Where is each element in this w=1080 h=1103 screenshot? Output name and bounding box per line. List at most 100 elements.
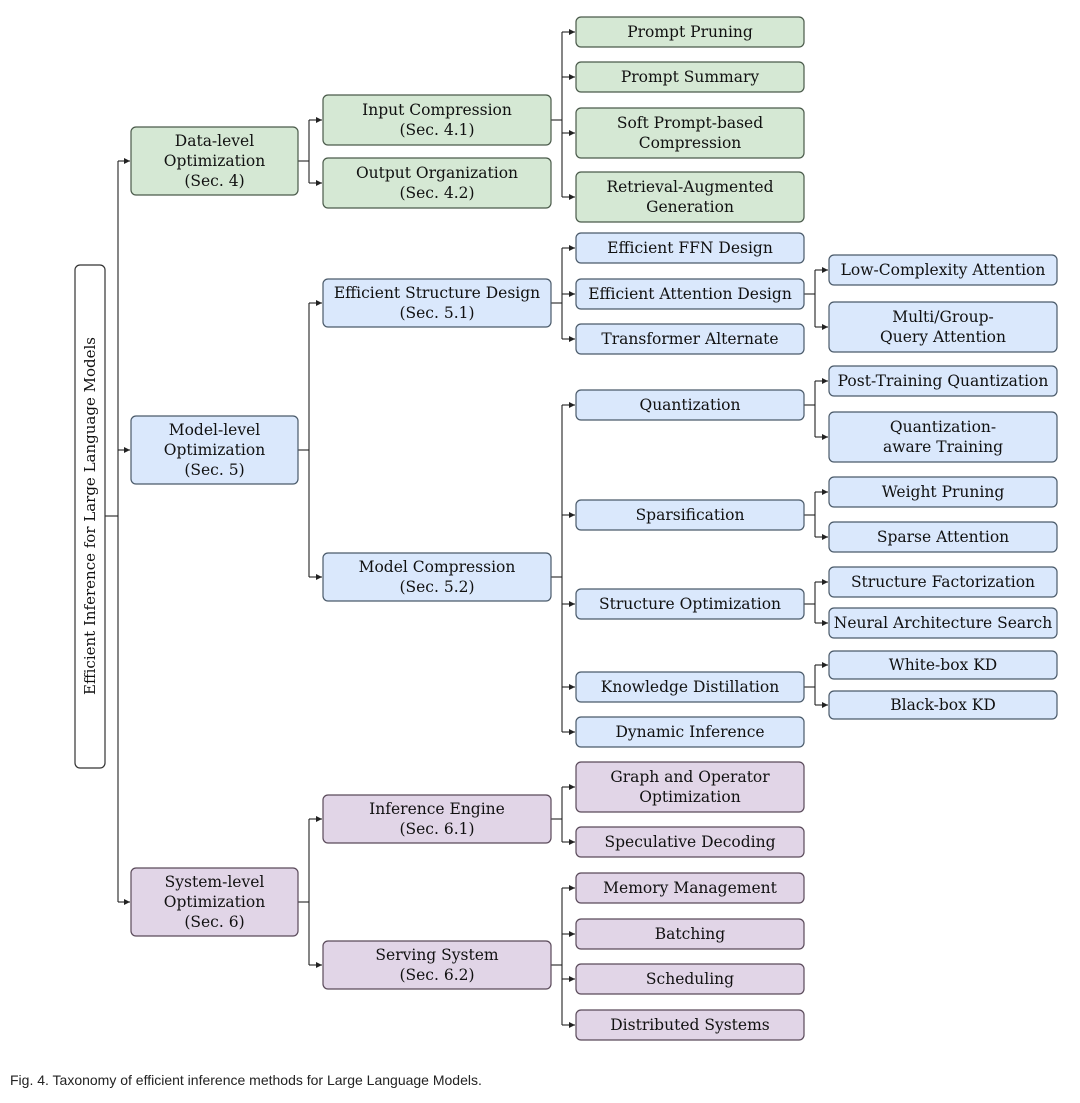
node-box-spec bbox=[575, 826, 805, 858]
node-engine: Inference Engine(Sec. 6.1) bbox=[322, 794, 552, 844]
node-ptq: Post-Training Quantization bbox=[828, 365, 1058, 397]
node-box-dist bbox=[575, 1009, 805, 1041]
node-box-sa bbox=[828, 521, 1058, 553]
node-box-mqa bbox=[828, 301, 1058, 353]
node-box-prune bbox=[575, 16, 805, 48]
node-dist: Distributed Systems bbox=[575, 1009, 805, 1041]
node-label-nas: Neural Architecture Search bbox=[834, 614, 1052, 632]
node-box-mem bbox=[575, 872, 805, 904]
node-label-sf: Structure Factorization bbox=[851, 573, 1035, 591]
node-quant: Quantization bbox=[575, 389, 805, 421]
node-sched: Scheduling bbox=[575, 963, 805, 995]
root-node-label: Efficient Inference for Large Language M… bbox=[81, 337, 99, 695]
node-label-summ: Prompt Summary bbox=[621, 68, 760, 86]
node-compr: Model Compression(Sec. 5.2) bbox=[322, 552, 552, 602]
node-box-compr bbox=[322, 552, 552, 602]
node-dyn: Dynamic Inference bbox=[575, 716, 805, 748]
node-label-spars: Sparsification bbox=[636, 506, 745, 524]
node-label-input: Input Compression(Sec. 4.1) bbox=[362, 101, 512, 139]
node-label-mqa: Multi/Group-Query Attention bbox=[880, 308, 1006, 346]
node-label-quant: Quantization bbox=[639, 396, 740, 414]
node-box-engine bbox=[322, 794, 552, 844]
node-kd: Knowledge Distillation bbox=[575, 671, 805, 703]
node-box-attn bbox=[575, 278, 805, 310]
node-label-output: Output Organization(Sec. 4.2) bbox=[356, 164, 518, 202]
node-struct: Efficient Structure Design(Sec. 5.1) bbox=[322, 278, 552, 328]
node-box-trans bbox=[575, 323, 805, 355]
node-box-struct bbox=[322, 278, 552, 328]
node-bkd: Black-box KD bbox=[828, 690, 1058, 720]
node-label-sa: Sparse Attention bbox=[877, 528, 1009, 546]
node-box-rag bbox=[575, 171, 805, 223]
node-label-lowc: Low-Complexity Attention bbox=[841, 261, 1046, 279]
node-sf: Structure Factorization bbox=[828, 566, 1058, 598]
node-label-ptq: Post-Training Quantization bbox=[838, 372, 1049, 390]
node-label-serving: Serving System(Sec. 6.2) bbox=[375, 946, 498, 984]
node-box-wp bbox=[828, 476, 1058, 508]
node-wkd: White-box KD bbox=[828, 650, 1058, 680]
node-box-so bbox=[575, 588, 805, 620]
node-label-ffn: Efficient FFN Design bbox=[607, 239, 773, 257]
node-label-dyn: Dynamic Inference bbox=[615, 723, 764, 741]
node-label-struct: Efficient Structure Design(Sec. 5.1) bbox=[334, 284, 540, 322]
node-box-graph bbox=[575, 761, 805, 813]
node-label-dist: Distributed Systems bbox=[610, 1016, 770, 1034]
node-wp: Weight Pruning bbox=[828, 476, 1058, 508]
node-nas: Neural Architecture Search bbox=[828, 607, 1058, 639]
node-label-batch: Batching bbox=[655, 925, 725, 943]
node-label-wp: Weight Pruning bbox=[882, 483, 1005, 501]
node-box-sf bbox=[828, 566, 1058, 598]
node-label-compr: Model Compression(Sec. 5.2) bbox=[359, 558, 516, 596]
node-prune: Prompt Pruning bbox=[575, 16, 805, 48]
node-label-bkd: Black-box KD bbox=[890, 696, 996, 714]
node-box-summ bbox=[575, 61, 805, 93]
node-spars: Sparsification bbox=[575, 499, 805, 531]
node-label-wkd: White-box KD bbox=[889, 656, 997, 674]
node-attn: Efficient Attention Design bbox=[575, 278, 805, 310]
root-node: Efficient Inference for Large Language M… bbox=[74, 264, 106, 769]
node-label-sched: Scheduling bbox=[646, 970, 734, 988]
node-batch: Batching bbox=[575, 918, 805, 950]
node-box-spars bbox=[575, 499, 805, 531]
node-mem: Memory Management bbox=[575, 872, 805, 904]
node-sa: Sparse Attention bbox=[828, 521, 1058, 553]
node-box-bkd bbox=[828, 690, 1058, 720]
node-mqa: Multi/Group-Query Attention bbox=[828, 301, 1058, 353]
node-box-data bbox=[130, 126, 299, 196]
node-label-qat: Quantization-aware Training bbox=[883, 418, 1003, 456]
node-box-output bbox=[322, 157, 552, 209]
node-box-soft bbox=[575, 107, 805, 159]
node-spec: Speculative Decoding bbox=[575, 826, 805, 858]
node-label-so: Structure Optimization bbox=[599, 595, 781, 613]
node-trans: Transformer Alternate bbox=[575, 323, 805, 355]
node-box-qat bbox=[828, 411, 1058, 463]
node-box-batch bbox=[575, 918, 805, 950]
node-serving: Serving System(Sec. 6.2) bbox=[322, 940, 552, 990]
node-box-sched bbox=[575, 963, 805, 995]
node-box-input bbox=[322, 94, 552, 146]
node-label-trans: Transformer Alternate bbox=[601, 330, 778, 348]
node-summ: Prompt Summary bbox=[575, 61, 805, 93]
figure-caption: Fig. 4. Taxonomy of efficient inference … bbox=[10, 1072, 482, 1088]
node-box-model bbox=[130, 415, 299, 485]
node-label-prune: Prompt Pruning bbox=[627, 23, 753, 41]
node-label-kd: Knowledge Distillation bbox=[601, 678, 779, 696]
node-input: Input Compression(Sec. 4.1) bbox=[322, 94, 552, 146]
node-output: Output Organization(Sec. 4.2) bbox=[322, 157, 552, 209]
node-label-mem: Memory Management bbox=[603, 879, 777, 897]
node-ffn: Efficient FFN Design bbox=[575, 232, 805, 264]
node-box-ffn bbox=[575, 232, 805, 264]
root-node-box bbox=[74, 264, 106, 769]
